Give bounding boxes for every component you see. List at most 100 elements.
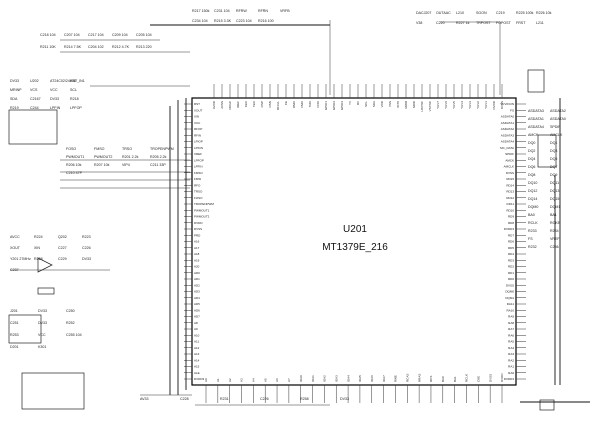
component-label: VREF — [550, 237, 560, 241]
left-pin-group: RSTXOUTXINVCCRFOPRFINLPIOPLPIONVREFLPFOP… — [184, 102, 214, 381]
component-label: C210 47P — [66, 171, 83, 175]
crystal-y201 — [37, 287, 55, 295]
component-label: ASDATA2 — [550, 109, 566, 113]
top-pin-label: YUV1 — [484, 101, 488, 109]
right-pin-label: ASDATA3 — [501, 133, 515, 137]
bottom-pin-label: RWE — [394, 375, 398, 382]
component-label: VIP4 — [122, 163, 130, 167]
left-pin-label: RFIN — [194, 133, 201, 137]
component-label: DV33 — [38, 321, 47, 325]
top-pin-label: YUV4 — [460, 101, 464, 109]
component-label: J201 — [10, 309, 18, 313]
component-label: R206 10k — [66, 163, 82, 167]
right-pin-label: RA5 — [508, 340, 514, 344]
component-label: AMCLK — [550, 133, 563, 137]
bottom-pin-label: A4 — [252, 378, 256, 382]
connector-j201 — [8, 314, 42, 344]
left-pin-label: PRD — [194, 233, 201, 237]
top-pin-label: CE — [284, 101, 288, 105]
right-pin-label: RD10 — [506, 208, 514, 212]
eeprom-u202 — [8, 109, 58, 145]
right-pin-label: RD15 — [506, 177, 514, 181]
u201-chip-body — [191, 97, 517, 386]
left-pin-label: A8 — [194, 321, 198, 325]
component-label: R219 — [10, 106, 19, 110]
component-label: DQ5 — [550, 157, 557, 161]
left-pin-label: FMSI — [194, 177, 201, 181]
bottom-pin-label: IOA5 — [358, 375, 362, 382]
component-label: ASDATA4 — [528, 125, 544, 129]
top-pin-label: MRD — [412, 100, 416, 108]
top-pin-label: YUV3 — [468, 101, 472, 109]
top-pin-label: SCL — [364, 101, 368, 107]
component-label: C229 — [58, 257, 67, 261]
left-pin-label: A15 — [194, 365, 200, 369]
component-label: C2167 — [30, 97, 41, 101]
component-label: R201 2.2k — [122, 155, 139, 159]
component-label: RFRN — [258, 9, 268, 13]
top-pin-label: GPIO3 — [340, 101, 344, 111]
top-pin-label: GPIO2 — [332, 101, 336, 111]
top-pin-label: SDA — [372, 101, 376, 107]
component-label: R216 100 — [258, 19, 274, 23]
left-pin-label: ALE — [194, 371, 200, 375]
component-label: DQM1 — [550, 205, 560, 209]
component-label: C237 — [10, 268, 19, 272]
component-label: R211 10K — [40, 45, 56, 49]
component-label: C204 102 — [88, 45, 104, 49]
component-label: C236 — [550, 245, 559, 249]
component-label: FRST — [516, 21, 526, 25]
component-label: R252 — [66, 321, 75, 325]
component-label: R212 4.7K — [112, 45, 130, 49]
top-pin-label: YUV7 — [436, 101, 440, 109]
right-pin-label: MC_DATA — [500, 146, 514, 150]
component-label: LPFIN — [50, 106, 61, 110]
component-label: SCL — [70, 88, 77, 92]
bottom-pin-label: RCS — [429, 376, 433, 382]
bottom-pin-label: RCAS — [405, 374, 409, 382]
right-pin-label: ASDATA0 — [501, 115, 515, 119]
top-pin-label: YUV5 — [452, 101, 456, 109]
component-label: RCLK — [528, 221, 538, 225]
component-label: DQ14 — [528, 197, 537, 201]
right-pin-label: RD13 — [506, 190, 514, 194]
component-label: DV33 — [340, 397, 349, 401]
bottom-pin-label: IOA6 — [370, 375, 374, 382]
component-label: C218 104 — [40, 33, 56, 37]
left-pin-label: A14 — [194, 358, 200, 362]
right-pin-label: DVSS — [506, 171, 514, 175]
component-label: R228 — [34, 257, 43, 261]
right-pin-label: AMCK — [505, 158, 514, 162]
component-label: MRINP — [10, 88, 22, 92]
component-label: OUTAAC — [436, 11, 451, 15]
component-label: R217 150k — [192, 9, 210, 13]
right-pin-label: RA8 — [508, 321, 514, 325]
connector-k301 — [21, 372, 85, 410]
right-pin-label: RD6 — [508, 240, 514, 244]
bottom-pin-label: BA0 — [441, 376, 445, 382]
bottom-pin-label: IOA4 — [346, 375, 350, 382]
component-label: DQ13 — [550, 189, 559, 193]
left-pin-label: A10 — [194, 333, 200, 337]
left-pin-label: A11 — [194, 340, 199, 344]
component-label: C217 104 — [88, 33, 104, 37]
component-label: SPDIF — [550, 125, 561, 129]
component-label: C255 104 — [66, 333, 82, 337]
component-label: K301 — [38, 345, 46, 349]
top-pin-label: RFLVL — [276, 101, 280, 110]
component-label: R214 7.5K — [64, 45, 82, 49]
left-pin-label: DVSS — [194, 227, 202, 231]
top-pin-label: TRO — [308, 100, 312, 107]
component-label: L210 — [456, 11, 464, 15]
component-label: C205 104 — [136, 33, 152, 37]
component-label: DQ9 — [550, 173, 557, 177]
component-label: AT24C02/24c08 — [50, 79, 76, 83]
top-pin-label: GPIO1 — [324, 101, 328, 111]
bottom-pin-label: A6 — [275, 378, 279, 382]
left-pin-label: RST — [194, 102, 200, 106]
component-label: C207 104 — [64, 33, 80, 37]
component-label: AMCK — [528, 133, 539, 137]
